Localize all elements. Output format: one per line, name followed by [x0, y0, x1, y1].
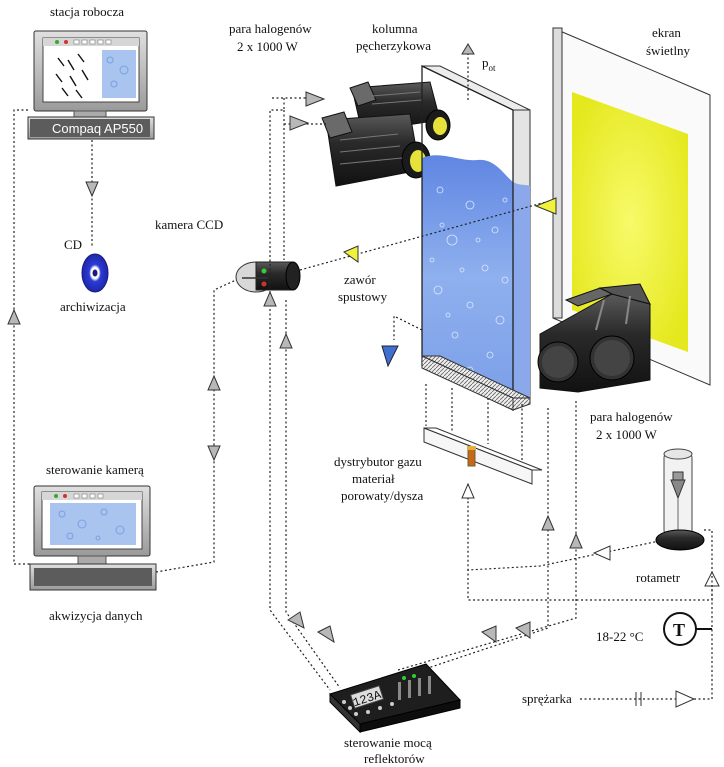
control-knobs[interactable] — [342, 674, 431, 716]
arrow-to-cd — [85, 181, 99, 198]
arrow-up-lamp — [279, 332, 293, 349]
arrow-yellow-camera — [342, 245, 359, 263]
valve-line1: zawór — [344, 272, 376, 287]
rotameter-label: rotametr — [636, 570, 681, 585]
halogen-top-line1: para halogenów — [229, 21, 312, 36]
thermometer: 18-22 °C T — [596, 612, 712, 646]
rotameter[interactable]: rotametr — [636, 448, 705, 585]
arrow-distributor — [461, 482, 475, 499]
vector-field-view — [55, 53, 89, 99]
arrow-down-acq-2 — [207, 445, 221, 462]
thermometer-symbol: T — [673, 620, 685, 640]
halogen-top-line2: 2 x 1000 W — [237, 39, 299, 54]
pressure-subscript: ot — [489, 63, 497, 73]
cd-label: CD — [64, 237, 82, 252]
camera-control-computer[interactable]: sterowanie kamerą akwizycja danych — [29, 462, 157, 623]
pressure-symbol: p — [482, 55, 489, 70]
arrow-bottom-lamp-1 — [541, 514, 555, 531]
compressor[interactable]: sprężarka — [522, 570, 720, 708]
distributor-line1: dystrybutor gazu — [334, 454, 422, 469]
arrow-up-camera — [263, 290, 277, 307]
power-control-line1: sterowanie mocą — [344, 735, 432, 750]
power-control-line2: reflektorów — [364, 751, 425, 766]
screen-glow — [572, 92, 688, 352]
arrow-lamp-1 — [305, 91, 326, 107]
bubbles — [429, 186, 509, 374]
arrow-up-left — [7, 308, 21, 325]
flow-arrows — [7, 91, 611, 644]
drain-valve[interactable]: zawór spustowy — [338, 272, 423, 368]
workstation-title: stacja robocza — [50, 4, 124, 19]
workstation-monitor[interactable] — [33, 30, 148, 112]
distributor-line3: porowaty/dysza — [341, 488, 424, 503]
bubble-column: kolumna pęcherzykowa pot — [356, 21, 531, 412]
arrow-console-2 — [316, 625, 335, 644]
halogen-pair-bottom[interactable]: para halogenów 2 x 1000 W — [537, 283, 673, 442]
arrow-lamp-2 — [289, 115, 310, 131]
arrow-rotameter — [592, 545, 611, 561]
screen-line2: świetlny — [646, 43, 691, 58]
camera-label: kamera CCD — [155, 217, 223, 232]
halogen-bottom-line2: 2 x 1000 W — [596, 427, 658, 442]
camera-control-label: sterowanie kamerą — [46, 462, 144, 477]
valve-line2: spustowy — [338, 289, 388, 304]
power-control-console[interactable]: 123A sterowanie mocą reflektorów — [329, 663, 461, 766]
compressor-label: sprężarka — [522, 691, 572, 706]
arrow-yellow-screen — [534, 197, 557, 215]
arrow-console-3 — [480, 625, 497, 643]
halogen-bottom-line1: para halogenów — [590, 409, 673, 424]
arrow-console-1 — [287, 611, 305, 629]
workstation-brand: Compaq AP550 — [52, 121, 143, 136]
arrow-console-4 — [514, 621, 531, 639]
distributor-line2: materiał — [352, 471, 395, 486]
arrow-up-acq-1 — [207, 374, 221, 391]
temperature-value: 18-22 °C — [596, 629, 643, 644]
ccd-camera[interactable]: kamera CCD — [155, 217, 301, 293]
screen-line1: ekran — [652, 25, 681, 40]
gas-distributor: dystrybutor gazu materiał porowaty/dysza — [334, 384, 543, 503]
acquisition-label: akwizycja danych — [49, 608, 143, 623]
cd-disc: CD archiwizacja — [60, 237, 126, 314]
column-line2: pęcherzykowa — [356, 38, 431, 53]
valve-arrow — [381, 345, 399, 368]
pressure-label: pot — [482, 55, 496, 73]
archive-label: archiwizacja — [60, 299, 126, 314]
workstation[interactable]: stacja robocza Compaq AP550 — [27, 4, 155, 140]
column-line1: kolumna — [372, 21, 418, 36]
arrow-bottom-lamp-2 — [569, 532, 583, 549]
water — [422, 155, 513, 398]
